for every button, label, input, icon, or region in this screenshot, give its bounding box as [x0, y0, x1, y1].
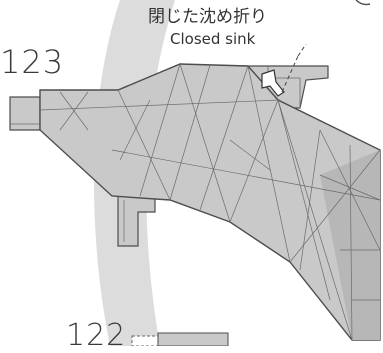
sink-arrow — [261, 43, 307, 97]
step-number: 123 — [0, 43, 65, 81]
instruction-japanese: 閉じた沈め折り — [148, 7, 267, 27]
next-step-thumbnail — [131, 332, 229, 346]
next-step-number: 122 — [66, 318, 127, 353]
instruction-english: Closed sink — [170, 30, 256, 48]
left-tab — [9, 96, 41, 131]
main-body — [39, 63, 381, 341]
corner-arrow-fragment — [355, 0, 371, 6]
lower-leg — [117, 194, 156, 247]
